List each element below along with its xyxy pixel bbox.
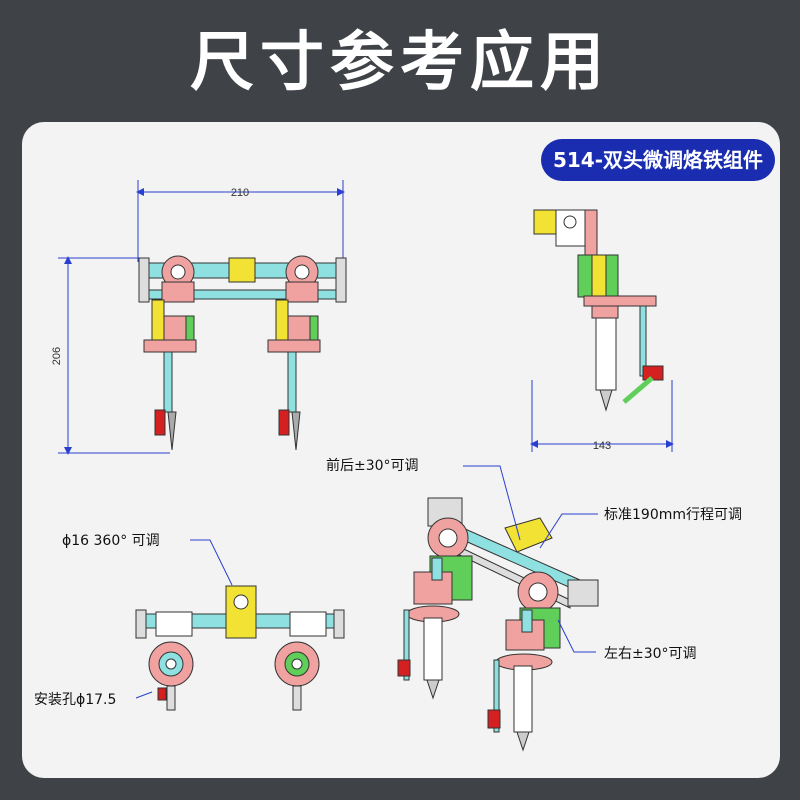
travel-annotation: 标准190mm行程可调	[604, 507, 742, 523]
isometric-view	[397, 497, 599, 752]
page-title: 尺寸参考应用	[190, 26, 610, 100]
width-label: 210	[231, 187, 249, 199]
front-view: 210 206	[51, 180, 347, 455]
annotation-leaders	[135, 465, 598, 699]
height-label: 206	[51, 347, 63, 365]
front-back-annotation: 前后±30°可调	[326, 457, 419, 474]
height-dimension	[58, 256, 170, 455]
front-left-head	[143, 255, 197, 451]
product-badge: 514-双头微调烙铁组件	[541, 139, 775, 181]
bottom-view	[135, 585, 345, 711]
side-view	[530, 209, 674, 452]
width-dimension	[136, 180, 345, 262]
mount-hole-annotation: 安装孔ϕ17.5	[34, 692, 116, 708]
front-right-head	[267, 255, 321, 451]
side-width-label: 143	[593, 440, 611, 452]
left-right-annotation: 左右±30°可调	[604, 646, 697, 662]
rotate-annotation: ϕ16 360° 可调	[62, 533, 160, 549]
